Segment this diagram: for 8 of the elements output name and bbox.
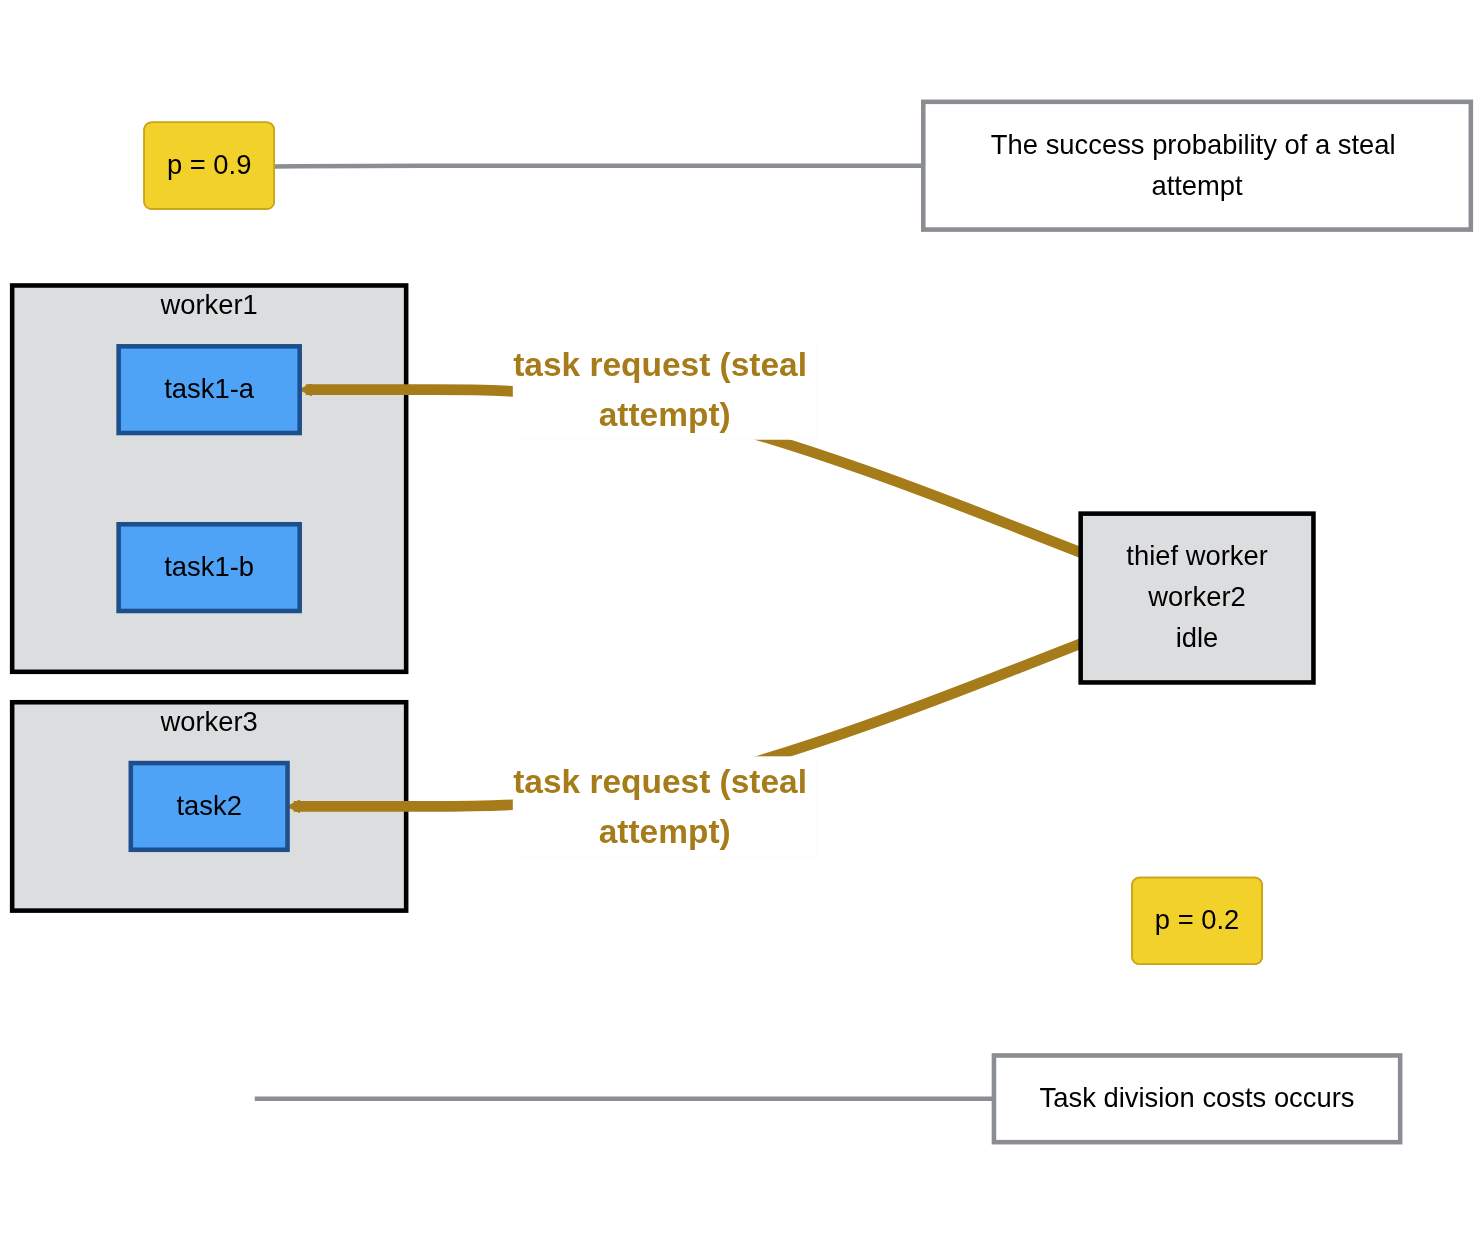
node-box: thief worker worker2 idle [1078, 511, 1316, 685]
node-box: task1-b [116, 522, 302, 614]
edge-label: task request (steal attempt) [513, 345, 807, 434]
node-box: Task division costs occurs [991, 1053, 1403, 1145]
node-box: task2 [128, 760, 290, 853]
node-box: task1-a [116, 344, 302, 436]
node-box: The success probability of a steal attempt [921, 99, 1474, 232]
edge-label: task request (steal attempt) [513, 762, 807, 851]
